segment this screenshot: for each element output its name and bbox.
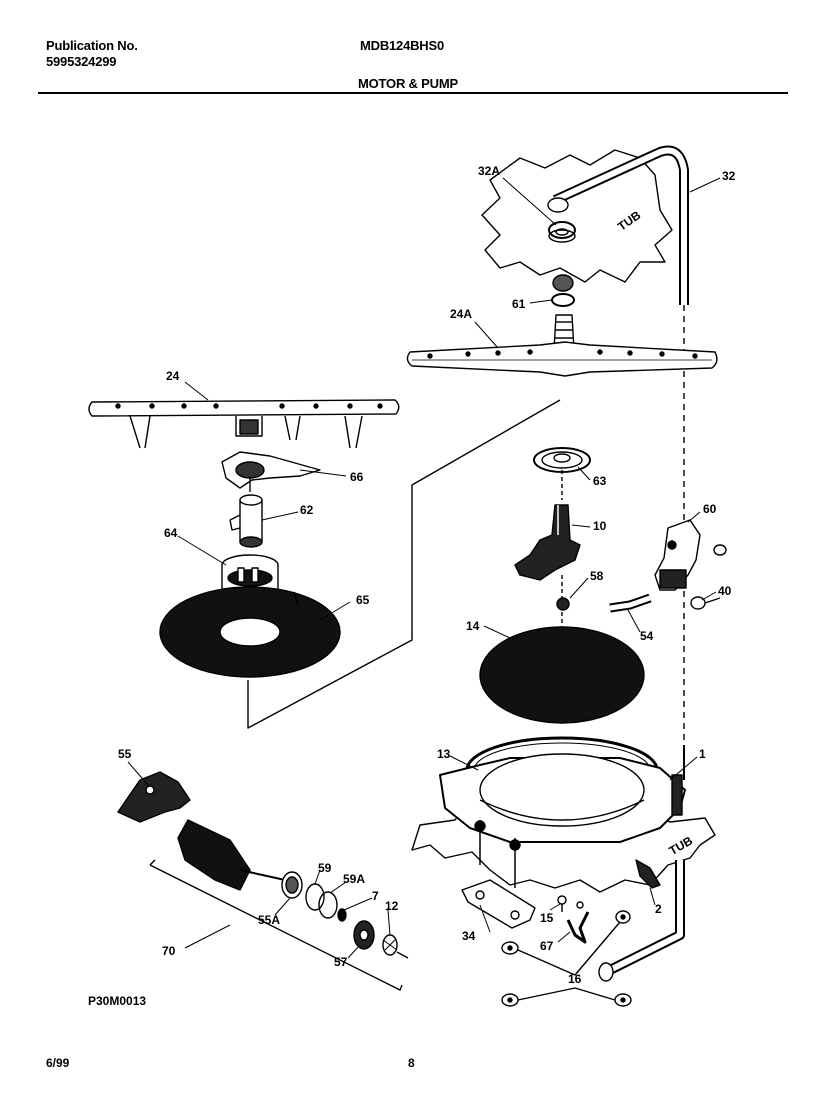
tube-nut-32A (548, 221, 576, 243)
callout-63: 63 (593, 474, 607, 488)
wire-harness-67 (566, 901, 590, 944)
tube-62 (229, 494, 263, 548)
spray-arm-hub-66 (221, 451, 321, 492)
callout-59: 59 (318, 861, 332, 875)
callout-13: 13 (437, 747, 451, 761)
valve-assembly-60 (654, 519, 701, 591)
clip-40 (690, 544, 727, 610)
callout-65: 65 (356, 593, 370, 607)
callout-54: 54 (640, 629, 654, 643)
callout-32A: 32A (478, 164, 500, 178)
callout-66: 66 (350, 470, 364, 484)
screws (474, 820, 521, 888)
leader-lines (127, 177, 721, 959)
hose-54 (609, 593, 652, 613)
callout-70: 70 (162, 944, 176, 958)
upper-tub-fragment (481, 149, 673, 283)
callout-62: 62 (300, 503, 314, 517)
disc-14 (479, 612, 645, 724)
callout-61: 61 (512, 297, 526, 311)
motor-70 (149, 819, 403, 991)
callout-32: 32 (722, 169, 736, 183)
callout-7: 7 (372, 889, 379, 903)
callout-24: 24 (166, 369, 180, 383)
upper-spray-arm-24A (406, 341, 718, 377)
diagram-code: P30M0013 (88, 994, 146, 1008)
seal-assembly-63 (533, 447, 591, 500)
mounting-plate-34 (461, 879, 536, 929)
motor-bracket-55 (117, 771, 191, 823)
spray-arm-upper-hub (553, 314, 575, 351)
callout-2: 2 (655, 902, 662, 916)
publication-number: 5995324299 (46, 54, 117, 69)
reference-bracket-lines (247, 399, 561, 729)
callout-55A: 55A (258, 913, 280, 927)
nuts-16 (501, 910, 632, 1007)
heater-tube-right (598, 745, 685, 982)
callout-55: 55 (118, 747, 132, 761)
footer-date: 6/99 (46, 1056, 70, 1070)
motor-parts-55A-59-59A-7-57-12 (281, 871, 409, 959)
callout-60: 60 (703, 502, 717, 516)
sump-1 (439, 753, 686, 843)
header-rule (38, 92, 788, 94)
callout-1: 1 (699, 747, 706, 761)
callout-59A: 59A (343, 872, 365, 886)
callout-15: 15 (540, 911, 554, 925)
lower-spray-arm-24 (88, 399, 400, 449)
callout-24A: 24A (450, 307, 472, 321)
ball-58 (556, 597, 570, 611)
callout-57: 57 (334, 955, 348, 969)
fine-filter-65 (159, 586, 341, 678)
pump-housing-10 (514, 504, 581, 598)
callout-12: 12 (385, 899, 399, 913)
callout-40: 40 (718, 584, 732, 598)
callout-14: 14 (466, 619, 480, 633)
callout-34: 34 (462, 929, 476, 943)
callout-58: 58 (590, 569, 604, 583)
footer-page-number: 8 (408, 1056, 415, 1070)
publication-label: Publication No. (46, 38, 138, 53)
screw-15 (557, 895, 567, 912)
model-number: MDB124BHS0 (360, 38, 444, 53)
callout-67: 67 (540, 939, 554, 953)
bearing-61 (551, 274, 575, 307)
callout-16: 16 (568, 972, 582, 986)
section-title: MOTOR & PUMP (358, 76, 458, 91)
clip-2 (635, 859, 661, 889)
callout-64: 64 (164, 526, 178, 540)
callout-10: 10 (593, 519, 607, 533)
